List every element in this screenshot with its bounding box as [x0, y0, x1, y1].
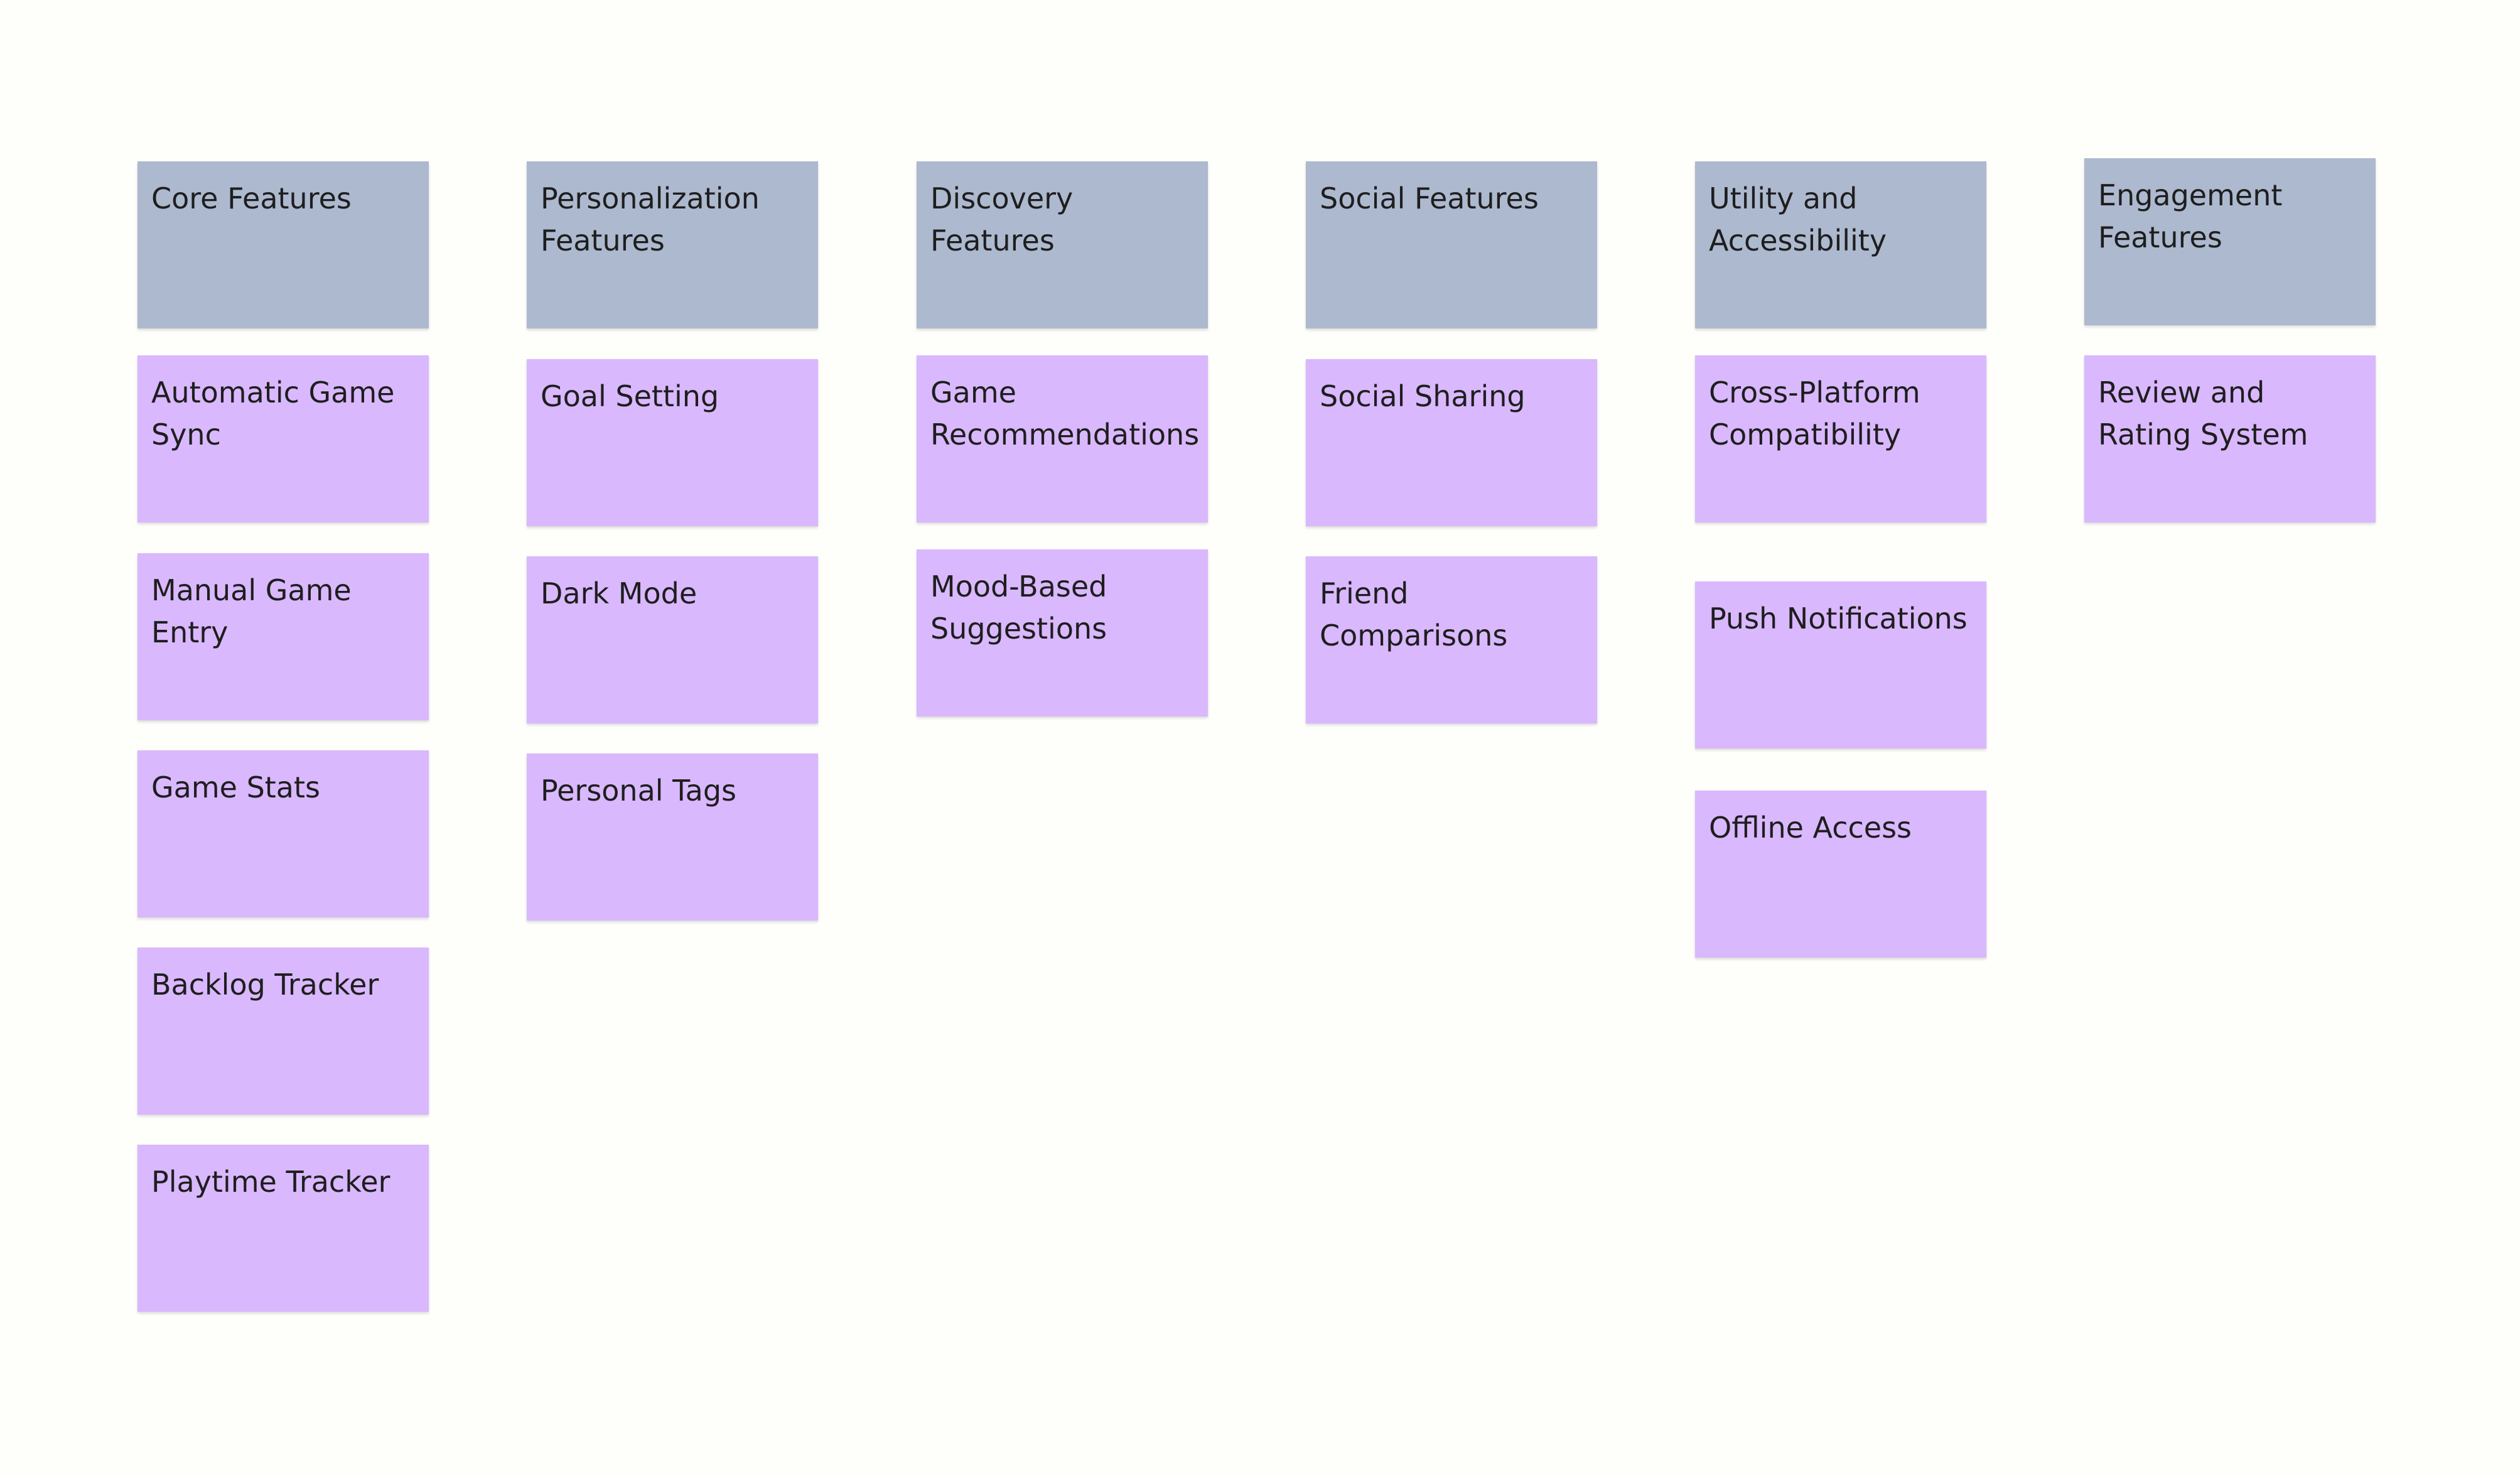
sticky-label: Playtime Tracker: [151, 1165, 390, 1199]
sticky-label: Discovery Features: [930, 181, 1074, 257]
sticky-label: Backlog Tracker: [151, 968, 379, 1002]
sticky-review-and-rating-system[interactable]: Review and Rating System: [2084, 355, 2376, 522]
sticky-label: Dark Mode: [541, 576, 697, 610]
sticky-label: Goal Setting: [541, 379, 719, 413]
sticky-label: Automatic Game Sync: [151, 376, 395, 451]
sticky-cross-platform-compatibility[interactable]: Cross-Platform Compatibility: [1695, 355, 1986, 522]
sticky-label: Game Recommendations: [930, 376, 1200, 451]
sticky-label: Social Sharing: [1320, 379, 1526, 413]
sticky-label: Review and Rating System: [2098, 376, 2308, 451]
sticky-header-utility-and-accessibility[interactable]: Utility and Accessibility: [1695, 161, 1986, 328]
sticky-header-core-features[interactable]: Core Features: [137, 161, 429, 328]
sticky-playtime-tracker[interactable]: Playtime Tracker: [137, 1145, 429, 1312]
sticky-header-social-features[interactable]: Social Features: [1306, 161, 1597, 328]
sticky-social-sharing[interactable]: Social Sharing: [1306, 359, 1597, 526]
sticky-label: Push Notifications: [1709, 602, 1968, 635]
sticky-header-engagement-features[interactable]: Engagement Features: [2084, 158, 2376, 325]
sticky-personal-tags[interactable]: Personal Tags: [527, 754, 818, 921]
sticky-header-discovery-features[interactable]: Discovery Features: [917, 161, 1208, 328]
sticky-label: Manual Game Entry: [151, 573, 352, 649]
sticky-game-stats[interactable]: Game Stats: [137, 750, 429, 917]
sticky-label: Social Features: [1320, 181, 1539, 215]
sticky-game-recommendations[interactable]: Game Recommendations: [917, 355, 1208, 522]
sticky-label: Personal Tags: [541, 774, 737, 808]
sticky-manual-game-entry[interactable]: Manual Game Entry: [137, 553, 429, 720]
sticky-header-personalization-features[interactable]: Personalization Features: [527, 161, 818, 328]
sticky-push-notifications[interactable]: Push Notifications: [1695, 581, 1986, 748]
sticky-backlog-tracker[interactable]: Backlog Tracker: [137, 948, 429, 1115]
sticky-label: Engagement Features: [2098, 178, 2283, 254]
sticky-mood-based-suggestions[interactable]: Mood-Based Suggestions: [917, 549, 1208, 716]
sticky-label: Utility and Accessibility: [1709, 181, 1887, 257]
sticky-dark-mode[interactable]: Dark Mode: [527, 556, 818, 723]
sticky-label: Offline Access: [1709, 811, 1912, 845]
sticky-label: Personalization Features: [541, 181, 760, 257]
sticky-label: Friend Comparisons: [1320, 576, 1508, 652]
sticky-label: Mood-Based Suggestions: [930, 570, 1107, 646]
sticky-friend-comparisons[interactable]: Friend Comparisons: [1306, 556, 1597, 723]
sticky-label: Game Stats: [151, 770, 320, 804]
sticky-automatic-game-sync[interactable]: Automatic Game Sync: [137, 355, 429, 522]
sticky-label: Cross-Platform Compatibility: [1709, 376, 1920, 451]
sticky-label: Core Features: [151, 181, 352, 215]
sticky-goal-setting[interactable]: Goal Setting: [527, 359, 818, 526]
sticky-offline-access[interactable]: Offline Access: [1695, 791, 1986, 958]
